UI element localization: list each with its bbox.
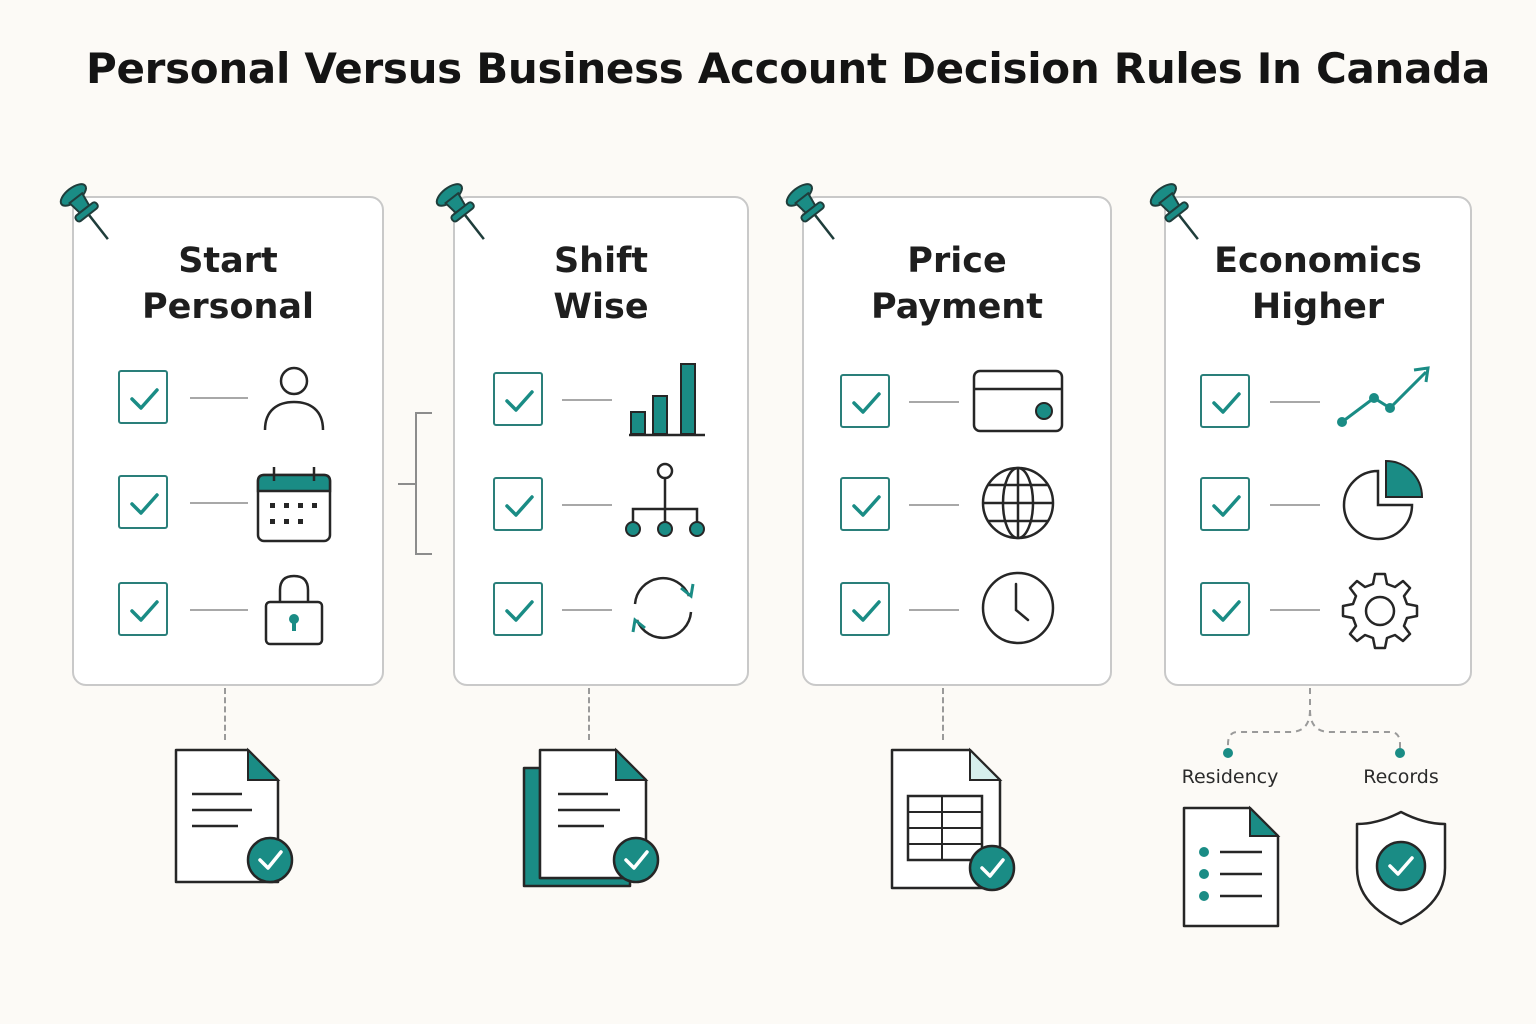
trend-up-icon <box>1337 366 1430 427</box>
card-economics-higher: Economics Higher <box>1164 196 1472 686</box>
page-title: Personal Versus Business Account Decisio… <box>85 44 1490 93</box>
checkbox[interactable] <box>493 372 543 426</box>
pushpin-icon <box>1149 183 1199 240</box>
rule-row <box>804 466 1110 547</box>
check-mark-icon <box>852 392 881 414</box>
check-mark-icon <box>130 600 159 622</box>
bar-chart-icon <box>629 363 705 437</box>
card-title-line1: Price <box>907 241 1007 281</box>
connector-line <box>562 609 612 611</box>
connector-line <box>190 502 248 504</box>
checkbox[interactable] <box>118 582 168 636</box>
gear-icon <box>1341 572 1419 650</box>
pushpin-icon <box>59 183 109 240</box>
check-mark-icon <box>852 495 881 517</box>
rule-row <box>804 369 1110 444</box>
check-mark-icon <box>1212 495 1241 517</box>
spreadsheet-check-icon <box>890 747 1016 892</box>
check-mark-icon <box>852 600 881 622</box>
connector-line <box>190 397 248 399</box>
connector-line <box>562 504 612 506</box>
connector-line <box>1270 401 1320 403</box>
checkbox[interactable] <box>1200 374 1250 428</box>
card-title-line2: Wise <box>553 287 649 327</box>
list-document-icon <box>1182 805 1281 928</box>
pushpin-icon <box>435 183 485 240</box>
person-icon <box>263 366 325 431</box>
document-check-icon <box>174 747 294 884</box>
branch-connector <box>1223 688 1405 758</box>
connector-line <box>1270 609 1320 611</box>
rule-row <box>1166 459 1470 547</box>
rule-row <box>804 571 1110 652</box>
refresh-icon <box>631 576 695 640</box>
lock-icon <box>264 574 324 646</box>
rule-row <box>1166 572 1470 652</box>
card-title-line2: Personal <box>141 287 315 327</box>
credit-card-icon <box>972 369 1064 433</box>
card-title: Shift Wise <box>455 238 747 330</box>
connector-line <box>562 399 612 401</box>
connector-line <box>1270 504 1320 506</box>
card-title-line2: Higher <box>1251 287 1385 327</box>
card-title: Price Payment <box>804 238 1110 330</box>
clock-icon <box>981 571 1055 645</box>
checkbox[interactable] <box>118 475 168 529</box>
branch-label-residency: Residency <box>1181 766 1279 788</box>
connector-line <box>909 609 959 611</box>
rule-row <box>455 462 747 547</box>
connector-line <box>909 401 959 403</box>
rule-row <box>74 574 382 652</box>
checkbox[interactable] <box>493 477 543 531</box>
checkbox[interactable] <box>1200 477 1250 531</box>
shield-check-icon <box>1355 810 1447 926</box>
checkbox[interactable] <box>840 477 890 531</box>
check-mark-icon <box>130 388 159 410</box>
card-title-line1: Start <box>178 241 278 281</box>
pushpin-icon <box>785 183 835 240</box>
stacked-documents-check-icon <box>522 747 660 888</box>
rule-row <box>74 366 382 440</box>
card-price-payment: Price Payment <box>802 196 1112 686</box>
dashed-connector <box>588 688 590 740</box>
card-shift-wise: Shift Wise <box>453 196 749 686</box>
check-mark-icon <box>1212 600 1241 622</box>
rule-row <box>1166 366 1470 444</box>
check-mark-icon <box>505 390 534 412</box>
bracket-connector <box>398 412 432 555</box>
checkbox[interactable] <box>840 374 890 428</box>
checkbox[interactable] <box>1200 582 1250 636</box>
connector-line <box>909 504 959 506</box>
card-start-personal: Start Personal <box>72 196 384 686</box>
card-title-line1: Economics <box>1214 241 1422 281</box>
check-mark-icon <box>505 600 534 622</box>
connector-line <box>190 609 248 611</box>
rule-row <box>455 363 747 442</box>
branch-label-records: Records <box>1363 766 1439 788</box>
checkbox[interactable] <box>493 582 543 636</box>
card-title: Start Personal <box>74 238 382 330</box>
globe-icon <box>981 466 1055 540</box>
card-title-line2: Payment <box>871 287 1043 327</box>
card-title-line1: Shift <box>553 241 649 281</box>
rule-row <box>455 576 747 652</box>
check-mark-icon <box>1212 392 1241 414</box>
hierarchy-icon <box>625 462 705 537</box>
calendar-icon <box>256 467 332 543</box>
dashed-connector <box>942 688 944 740</box>
checkbox[interactable] <box>840 582 890 636</box>
checkbox[interactable] <box>118 370 168 424</box>
card-title: Economics Higher <box>1166 238 1470 330</box>
rule-row <box>74 467 382 545</box>
pie-chart-icon <box>1342 459 1424 541</box>
check-mark-icon <box>505 495 534 517</box>
dashed-connector <box>224 688 226 740</box>
check-mark-icon <box>130 493 159 515</box>
